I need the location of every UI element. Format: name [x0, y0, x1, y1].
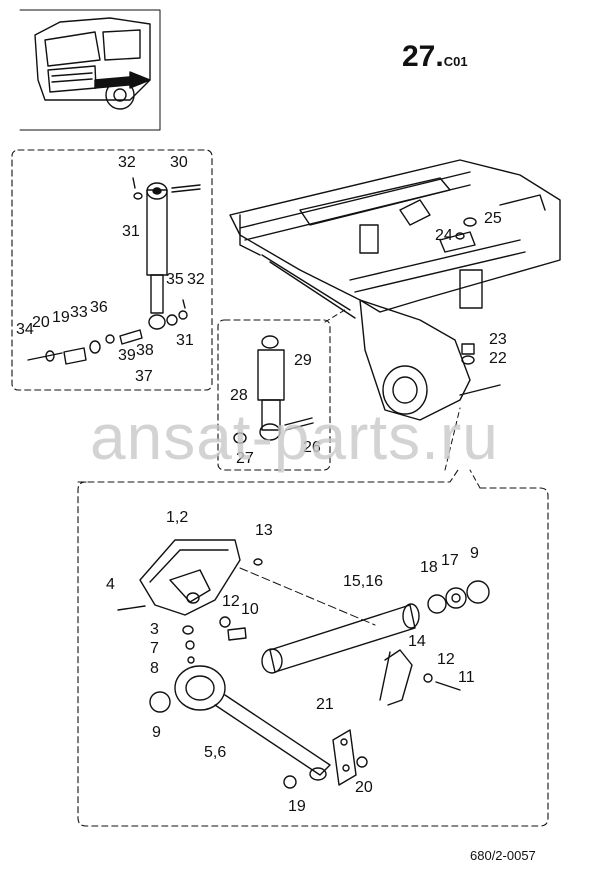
callout-15-16: 15,16 [343, 573, 384, 590]
drawing-reference: 680/2-0057 [470, 848, 536, 863]
callout-20: 20 [32, 314, 50, 331]
splined-shaft [261, 603, 420, 674]
bolts-left [117, 558, 263, 664]
chassis-frame [229, 159, 561, 319]
clamp-bracket [379, 649, 461, 706]
callout-30: 30 [170, 154, 188, 171]
callout-36: 36 [90, 299, 108, 316]
callout-19b: 19 [288, 798, 306, 815]
callout-9b: 9 [152, 724, 161, 741]
callout-28: 28 [230, 387, 248, 404]
spring-bracket [359, 299, 501, 421]
page-number: 27.C01 [402, 40, 468, 74]
callout-12: 12 [222, 593, 240, 610]
callout-29: 29 [294, 352, 312, 369]
callout-26: 26 [303, 439, 321, 456]
callout-3: 3 [150, 621, 159, 638]
callout-9: 9 [470, 545, 479, 562]
callout-1-2: 1,2 [166, 509, 189, 526]
callout-23: 23 [489, 331, 507, 348]
callout-22: 22 [489, 350, 507, 367]
callout-10: 10 [241, 601, 259, 618]
callout-37: 37 [135, 368, 153, 385]
callout-35: 35 [166, 271, 184, 288]
shock-absorber-upper [132, 177, 201, 330]
callout-4: 4 [106, 576, 115, 593]
callout-19: 19 [52, 309, 70, 326]
watermark: ansat-parts.ru [90, 401, 499, 473]
torque-rod [149, 665, 331, 781]
rings-right [427, 580, 490, 614]
bushing-pin-set [27, 299, 188, 365]
page-number-main: 27. [402, 40, 444, 73]
callout-11: 11 [458, 669, 475, 686]
callout-7: 7 [150, 640, 159, 657]
callout-17: 17 [441, 552, 459, 569]
callout-12c: 12 [437, 651, 455, 668]
callout-18: 18 [420, 559, 438, 576]
truck-locator-thumbnail [19, 9, 161, 131]
callout-8: 8 [150, 660, 159, 677]
callout-20b: 20 [355, 779, 373, 796]
callout-24: 24 [435, 227, 453, 244]
callout-34: 34 [16, 321, 34, 338]
callout-14: 14 [408, 633, 426, 650]
callout-32: 32 [118, 154, 136, 171]
detail-box-shock-absorber [11, 149, 213, 391]
callout-25: 25 [484, 210, 502, 227]
callout-38: 38 [136, 342, 154, 359]
plate-washers [283, 729, 368, 789]
damper [233, 335, 314, 444]
detail-box-damper [217, 319, 331, 471]
frame-hardware [455, 217, 477, 365]
bracket-housing [139, 539, 241, 616]
callout-39: 39 [118, 347, 136, 364]
callout-5-6: 5,6 [204, 744, 227, 761]
callout-21: 21 [316, 696, 334, 713]
callout-31: 31 [122, 223, 140, 240]
detail-box-torque-rod [77, 469, 549, 827]
callout-31b: 31 [176, 332, 194, 349]
callout-32b: 32 [187, 271, 205, 288]
page-number-suffix: C01 [443, 54, 468, 69]
callout-33: 33 [70, 304, 88, 321]
callout-13: 13 [255, 522, 273, 539]
callout-27: 27 [236, 450, 254, 467]
